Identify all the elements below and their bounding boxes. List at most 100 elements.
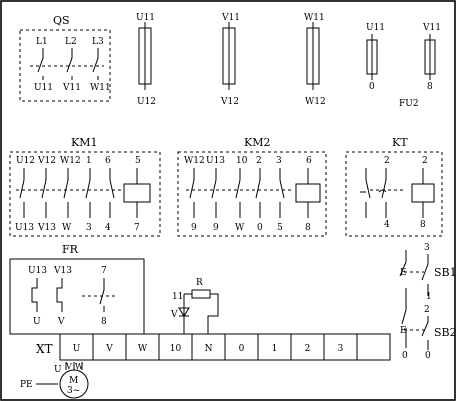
- fuse1-bottom: U12: [137, 97, 156, 107]
- km2-frame: [177, 151, 327, 237]
- main-fuses: U11 U12 V11 V12 W11 W12: [136, 13, 326, 107]
- fr-overload: FR U13 V13 7 U V 8: [9, 243, 145, 335]
- xt-cell-label: 1: [272, 344, 278, 354]
- sb1-contact: [421, 254, 429, 296]
- sb2-left-contact: [399, 250, 407, 348]
- sb2-bottom-left: 0: [402, 351, 408, 361]
- fuse3-bottom: W12: [305, 97, 326, 107]
- km2-bottom-8: 8: [305, 223, 311, 233]
- km1-bottom-w: W: [62, 223, 72, 233]
- kt-title: KT: [392, 136, 408, 149]
- motor-m-label: M: [69, 376, 78, 386]
- kt-top-2b: 2: [422, 156, 428, 166]
- fuse2-bottom: V12: [220, 97, 239, 107]
- motor-lead-v: V: [65, 362, 72, 371]
- fu2-top-u11: U11: [366, 23, 385, 33]
- sb1-top: 3: [424, 243, 430, 253]
- sb2-label: SB2: [434, 326, 456, 339]
- sb1-actuator: E: [400, 268, 407, 278]
- fr-top-u13: U13: [28, 266, 47, 276]
- kt-contacts: [365, 168, 387, 218]
- fu2-top-v11: V11: [422, 23, 441, 33]
- km1-frame: [9, 151, 161, 237]
- xt-label: XT: [36, 342, 53, 356]
- km1-top-v12: V12: [37, 156, 56, 166]
- fr-elements: [31, 278, 105, 312]
- motor: PE M 3~ U V W: [20, 362, 89, 399]
- kt-bottom-4: 4: [384, 220, 390, 230]
- qs-bottom-u11: U11: [34, 83, 53, 93]
- fu2-bottom-0: 0: [369, 82, 375, 92]
- kt-bottom-8: 8: [420, 220, 426, 230]
- km2-bottom-0: 0: [257, 223, 263, 233]
- resistor: [191, 289, 211, 299]
- km1-title: KM1: [71, 136, 97, 149]
- fr-top-v13: V13: [53, 266, 72, 276]
- resistor-diode: R 11 V: [170, 278, 219, 334]
- km2-top-3: 3: [276, 156, 282, 166]
- km2-contacts: [189, 168, 285, 218]
- xt-cell-label: 0: [239, 344, 245, 354]
- km1-top-u12: U12: [16, 156, 35, 166]
- sb1-label: SB1: [434, 266, 456, 279]
- km2-contactor: KM2 W12 U13 10 2 3 6 9 9 W 0 5 8: [177, 136, 327, 237]
- motor-phase-label: 3~: [67, 386, 80, 396]
- qs-top-l2: L2: [65, 37, 77, 47]
- fr-bottom-8: 8: [101, 317, 107, 327]
- fr-bottom-u: U: [33, 317, 41, 327]
- resistor-node: 11: [172, 292, 183, 302]
- xt-cell-label: 10: [170, 344, 182, 354]
- qs-frame: [19, 29, 111, 102]
- sb2-button: 2 E 0 0 SB2: [399, 250, 456, 361]
- km1-contacts: [19, 168, 115, 218]
- motor-lead-u: U: [54, 365, 62, 375]
- diode-icon: [178, 307, 190, 317]
- kt-frame: [345, 151, 443, 237]
- km2-bottom-9b: 9: [213, 223, 219, 233]
- fu2-bottom-8: 8: [427, 82, 433, 92]
- km2-bottom-5: 5: [277, 223, 283, 233]
- km1-bottom-3: 3: [86, 223, 92, 233]
- xt-cell-label: N: [205, 344, 213, 354]
- sb1-bottom: 1: [426, 292, 432, 302]
- xt-cell-label: 2: [305, 344, 311, 354]
- motor-pe-label: PE: [20, 380, 33, 390]
- km2-top-6: 6: [306, 156, 312, 166]
- kt-timer: KT 2 2 4 8: [345, 136, 443, 237]
- fr-title: FR: [62, 243, 79, 256]
- fuse2-top: V11: [221, 13, 240, 23]
- sb2-contact: [421, 316, 429, 350]
- kt-coil: [411, 183, 435, 203]
- qs-top-l1: L1: [36, 37, 48, 47]
- km1-bottom-7: 7: [134, 223, 140, 233]
- km1-top-6: 6: [105, 156, 111, 166]
- qs-bottom-v11: V11: [62, 83, 81, 93]
- km1-top-w12: W12: [60, 156, 81, 166]
- km2-top-u13: U13: [206, 156, 225, 166]
- km1-top-1: 1: [86, 156, 92, 166]
- km1-bottom-u13: U13: [15, 223, 34, 233]
- km1-coil: [123, 183, 151, 203]
- resistor-label: R: [196, 278, 203, 288]
- sb2-bottom-right: 0: [425, 351, 431, 361]
- xt-cell-label: V: [105, 344, 113, 354]
- sb2-actuator: E: [400, 326, 407, 336]
- xt-cell-label: W: [138, 344, 148, 354]
- qs-bottom-w11: W11: [90, 83, 111, 93]
- xt-cell-label: U: [73, 344, 81, 354]
- fr-top-7: 7: [101, 266, 107, 276]
- km2-top-10: 10: [236, 156, 248, 166]
- sb1-button: 3 E 1 SB1: [400, 243, 456, 302]
- km2-coil: [295, 183, 321, 203]
- qs-title: QS: [53, 14, 70, 27]
- qs-switch: QS L1 L2 L3 U11 V11 W11: [19, 14, 111, 102]
- qs-top-l3: L3: [92, 37, 104, 47]
- sb2-top: 2: [424, 305, 430, 315]
- fu2-title: FU2: [399, 99, 419, 109]
- motor-lead-w: W: [75, 362, 84, 371]
- km2-top-2: 2: [256, 156, 262, 166]
- fuse1-top: U11: [136, 13, 155, 23]
